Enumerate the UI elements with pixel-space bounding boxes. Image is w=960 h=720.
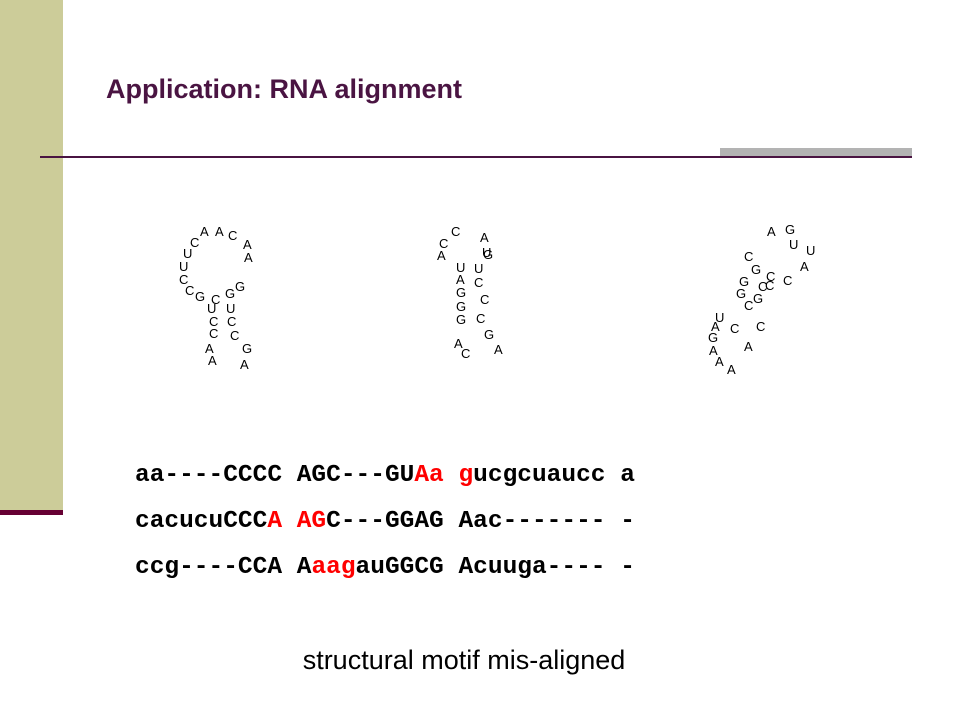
nucleotide-label: G — [751, 262, 761, 277]
nucleotide-label: C — [179, 272, 188, 287]
alignment-segment: auGGCG Acuuga---- - — [355, 554, 635, 581]
nucleotide-label: U — [482, 245, 491, 260]
nucleotide-label: A — [456, 272, 465, 287]
nucleotide-label: A — [715, 354, 724, 369]
nucleotide-label: G — [708, 330, 718, 345]
nucleotide-label: C — [209, 326, 218, 341]
nucleotide-label: C — [439, 236, 448, 251]
nucleotide-label: U — [789, 237, 798, 252]
alignment-segment: aag — [311, 554, 356, 581]
nucleotide-label: C — [765, 278, 774, 293]
nucleotide-label: A — [243, 237, 252, 252]
side-accent-bar — [0, 0, 63, 510]
nucleotide-label: C — [756, 319, 765, 334]
nucleotide-label: A — [800, 259, 809, 274]
alignment-segment: ucgcuaucc a — [473, 462, 635, 489]
nucleotide-label: A — [200, 224, 209, 239]
nucleotide-label: G — [736, 286, 746, 301]
nucleotide-label: U — [179, 259, 188, 274]
nucleotide-label: U — [226, 301, 235, 316]
nucleotide-label: A — [727, 362, 736, 377]
nucleotide-label: G — [235, 279, 245, 294]
nucleotide-label: A — [215, 224, 224, 239]
title-rule-accent — [720, 148, 912, 157]
nucleotide-label: C — [474, 275, 483, 290]
alignment-row-1: aa----CCCC AGC---GUAa gucgcuaucc a — [135, 462, 635, 489]
nucleotide-label: C — [451, 224, 460, 239]
nucleotide-label: A — [205, 341, 214, 356]
nucleotide-label: C — [190, 235, 199, 250]
nucleotide-label: A — [454, 336, 463, 351]
nucleotide-label: G — [456, 312, 466, 327]
alignment-row-3: ccg----CCA AaagauGGCG Acuuga---- - — [135, 554, 635, 581]
nucleotide-label: U — [456, 260, 465, 275]
alignment-segment: g — [458, 462, 474, 489]
nucleotide-label: C — [476, 311, 485, 326]
nucleotide-label: C — [227, 314, 236, 329]
nucleotide-label: A — [208, 353, 217, 368]
alignment-segment: cacucuCCC — [135, 508, 268, 535]
nucleotide-label: A — [709, 343, 718, 358]
nucleotide-label: C — [480, 292, 489, 307]
nucleotide-label: A — [767, 224, 776, 239]
nucleotide-label: G — [484, 327, 494, 342]
nucleotide-label: C — [185, 283, 194, 298]
nucleotide-label: G — [456, 299, 466, 314]
nucleotide-label: G — [242, 341, 252, 356]
nucleotide-label: G — [225, 286, 235, 301]
nucleotide-label: C — [783, 273, 792, 288]
nucleotide-label: U — [806, 243, 815, 258]
nucleotide-label: G — [753, 291, 763, 306]
alignment-segment: A AG — [267, 508, 327, 535]
nucleotide-label: G — [739, 274, 749, 289]
nucleotide-label: C — [211, 292, 220, 307]
nucleotide-label: G — [785, 222, 795, 237]
nucleotide-label: C — [230, 328, 239, 343]
nucleotide-label: C — [209, 314, 218, 329]
nucleotide-label: U — [207, 301, 216, 316]
nucleotide-label: C — [228, 228, 237, 243]
nucleotide-label: A — [711, 319, 720, 334]
alignment-segment: Aa — [414, 462, 459, 489]
nucleotide-label: C — [744, 249, 753, 264]
title-rule — [40, 156, 912, 158]
nucleotide-label: U — [183, 246, 192, 261]
side-accent-mark — [0, 510, 63, 515]
nucleotide-label: U — [715, 310, 724, 325]
caption: structural motif mis-aligned — [302, 645, 626, 675]
nucleotide-label: A — [480, 230, 489, 245]
nucleotide-label: C — [758, 279, 767, 294]
nucleotide-label: A — [744, 339, 753, 354]
slide-title: Application: RNA alignment — [106, 74, 462, 104]
alignment-segment: ccg----CCA A — [135, 554, 312, 581]
alignment-row-2: cacucuCCCA AGC---GGAG Aac------- - — [135, 508, 635, 535]
nucleotide-label: A — [240, 357, 249, 372]
nucleotide-label: A — [494, 342, 503, 357]
nucleotide-label: A — [437, 248, 446, 263]
alignment-segment: aa----CCCC AGC---GU — [135, 462, 415, 489]
nucleotide-label: C — [730, 321, 739, 336]
nucleotide-label: A — [244, 250, 253, 265]
nucleotide-label: U — [474, 261, 483, 276]
nucleotide-label: G — [456, 285, 466, 300]
nucleotide-label: C — [744, 298, 753, 313]
nucleotide-label: C — [766, 269, 775, 284]
nucleotide-label: G — [195, 289, 205, 304]
nucleotide-label: C — [461, 346, 470, 361]
nucleotide-label: G — [483, 247, 493, 262]
alignment-segment: C---GGAG Aac------- - — [326, 508, 635, 535]
